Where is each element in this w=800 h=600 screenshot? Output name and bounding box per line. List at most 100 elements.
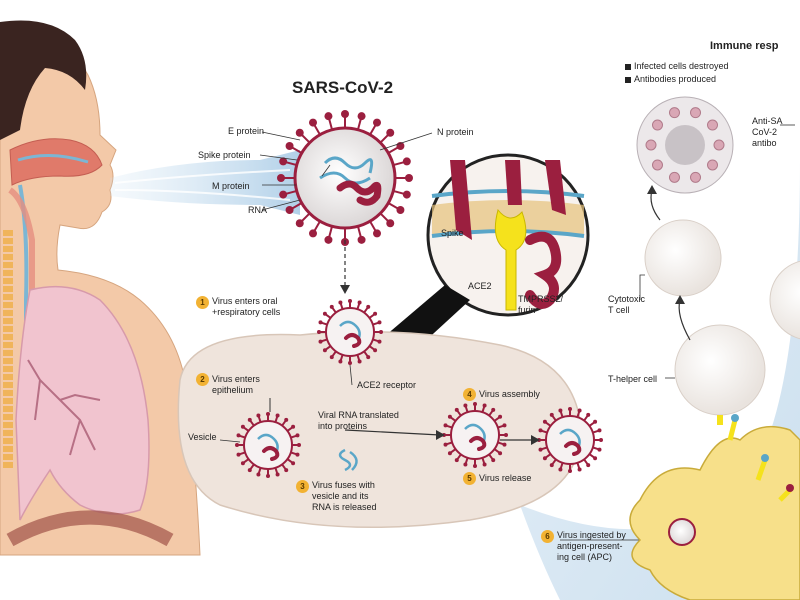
spike-knob <box>277 174 285 182</box>
spike-knob <box>357 359 362 364</box>
spike-knob <box>324 235 333 244</box>
label-ace2-receptor: ACE2 receptor <box>357 380 417 390</box>
airway-tube <box>18 184 29 360</box>
apc-receptor-tip-2 <box>761 454 769 462</box>
spike-knob <box>498 451 503 456</box>
spike-knob <box>482 462 487 467</box>
spike-knob <box>599 438 603 442</box>
spike-knob <box>473 464 477 468</box>
vesicle-pointer <box>219 439 241 443</box>
spike-knob <box>538 428 543 433</box>
spike-knob <box>279 157 288 166</box>
receptor-pointer <box>349 364 353 386</box>
step-1-text: Virus enters oral +respiratory cells <box>212 296 281 317</box>
spike-knob <box>373 311 378 316</box>
spike-knob <box>329 304 334 309</box>
ace2-structure <box>494 208 527 311</box>
step-1-badge: 1 <box>196 296 209 309</box>
bronchi <box>27 359 101 456</box>
step-3-text: Virus fuses with vesicle and its RNA is … <box>312 480 377 512</box>
spike-knob <box>373 118 381 127</box>
spike-knob <box>568 469 572 473</box>
spike-knob <box>558 467 563 472</box>
small-virus-rna <box>464 423 486 444</box>
virus-part-pointers <box>259 131 433 211</box>
spike-knob <box>447 451 452 456</box>
spike-knob <box>266 412 270 416</box>
spike-knob <box>295 128 304 137</box>
translate-arrow <box>344 429 441 436</box>
spike-knob <box>473 402 477 406</box>
label-rna: RNA <box>248 205 268 215</box>
label-cytotoxic-t-cell: Cytotoxic T cell <box>608 294 646 315</box>
spike-knob <box>558 408 563 413</box>
spike-knob <box>454 458 459 463</box>
spike-knob <box>284 468 289 473</box>
step-6-text: Virus ingested by antigen-present- ing c… <box>557 530 626 562</box>
spike-knob <box>240 461 245 466</box>
spike-knob <box>275 472 280 477</box>
cell-fragment <box>651 119 663 131</box>
small-virus-rna <box>559 428 581 449</box>
virus-spikes <box>277 110 413 246</box>
spike-knob <box>341 110 349 118</box>
small-virus <box>442 402 508 468</box>
spike-knob <box>568 407 572 411</box>
step-5-badge: 5 <box>463 472 476 485</box>
spike-knob <box>235 443 239 447</box>
helper-to-cytotoxic-arrowhead <box>675 295 685 304</box>
diaphragm <box>6 510 174 547</box>
spike-knob <box>322 348 327 353</box>
apc-receptors <box>727 419 792 502</box>
label-vesicle: Vesicle <box>188 432 217 442</box>
spike-knob <box>279 190 288 199</box>
cell-fragment <box>651 159 663 171</box>
small-virus-envelope <box>243 420 293 470</box>
spike-knob <box>357 112 366 121</box>
diagram-title: SARS-CoV-2 <box>292 78 394 97</box>
spike-knob <box>405 174 413 182</box>
spike-knob <box>386 128 395 137</box>
spike-knob <box>256 413 261 418</box>
spike-knob <box>586 412 591 417</box>
spike-knob <box>366 355 371 360</box>
spike-knob <box>538 447 543 452</box>
tcell-to-destroyed-arrowhead <box>647 185 657 194</box>
spike-knob <box>285 142 294 150</box>
cell-fragment <box>645 139 657 151</box>
spike-knob <box>284 417 289 422</box>
sars-cov-2-virus <box>277 110 413 246</box>
spike-knob <box>240 424 245 429</box>
spike-knob <box>597 428 602 433</box>
spike-knob <box>297 443 301 447</box>
spike-knob <box>577 408 582 413</box>
spike-knob <box>266 474 270 478</box>
spike-knob <box>348 361 352 365</box>
cell-fragment <box>668 107 680 119</box>
apc-virus <box>668 518 696 546</box>
small-virus-protein <box>469 436 487 451</box>
small-virus <box>537 407 603 473</box>
small-virus-envelope <box>325 307 375 357</box>
spike-knob <box>309 229 317 238</box>
immune-item-1: Infected cells destroyed <box>634 61 729 71</box>
spike-knob <box>463 403 468 408</box>
spike-knob <box>549 463 554 468</box>
spike-knob <box>373 229 381 238</box>
spike-knob <box>491 407 496 412</box>
spike-knob <box>338 359 343 364</box>
release-arrowhead <box>531 435 540 445</box>
step-5-text: Virus release <box>479 473 532 483</box>
spike-knob <box>357 235 366 244</box>
spike-knob <box>549 412 554 417</box>
spike-knob <box>498 414 503 419</box>
label-translation: Viral RNA translated into proteins <box>318 410 399 431</box>
spike-knob <box>454 407 459 412</box>
spike-knob <box>247 468 252 473</box>
throat <box>8 187 35 300</box>
step-2-badge: 2 <box>196 373 209 386</box>
zoom-spike-1 <box>450 160 472 240</box>
spike-knob <box>291 461 296 466</box>
